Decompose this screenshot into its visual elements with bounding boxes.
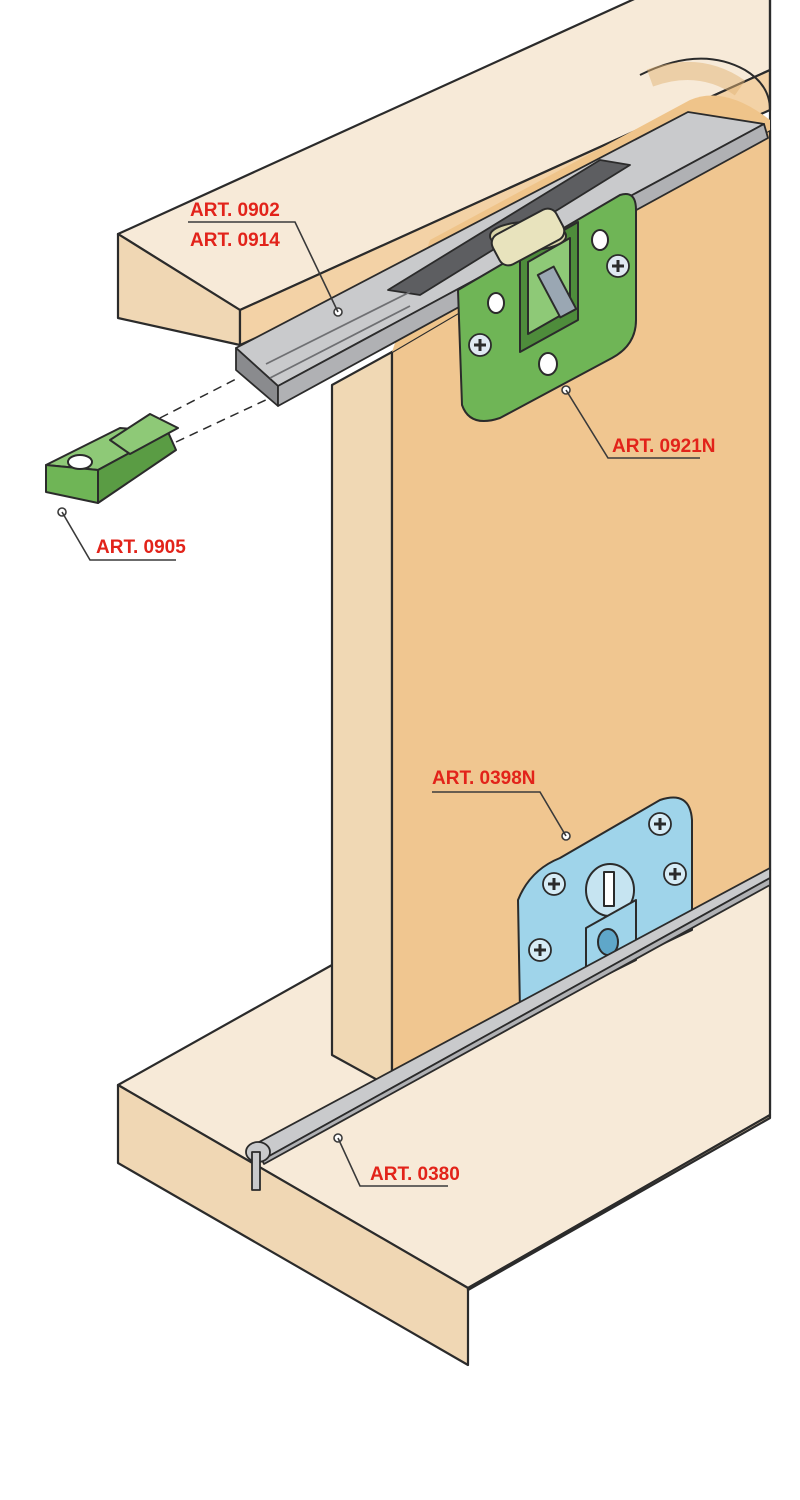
label-art-0921n: ART. 0921N: [612, 436, 716, 457]
label-art-0902: ART. 0902: [190, 200, 280, 221]
end-stop-clip: [45, 413, 179, 504]
label-art-0914: ART. 0914: [190, 230, 280, 251]
cross-screw-icon: [468, 254, 630, 357]
insertion-guides: [159, 377, 271, 443]
label-art-0905: ART. 0905: [96, 537, 186, 558]
label-art-0380: ART. 0380: [370, 1164, 460, 1185]
cavity-outline: [639, 57, 771, 111]
cavity-shade: [646, 61, 746, 96]
floor-rail: [245, 867, 771, 1191]
cross-screw-icon: [528, 812, 687, 962]
hanger-plate: [457, 193, 637, 422]
label-art-0398n: ART. 0398N: [432, 768, 536, 789]
leader-lines: [57, 221, 700, 1187]
